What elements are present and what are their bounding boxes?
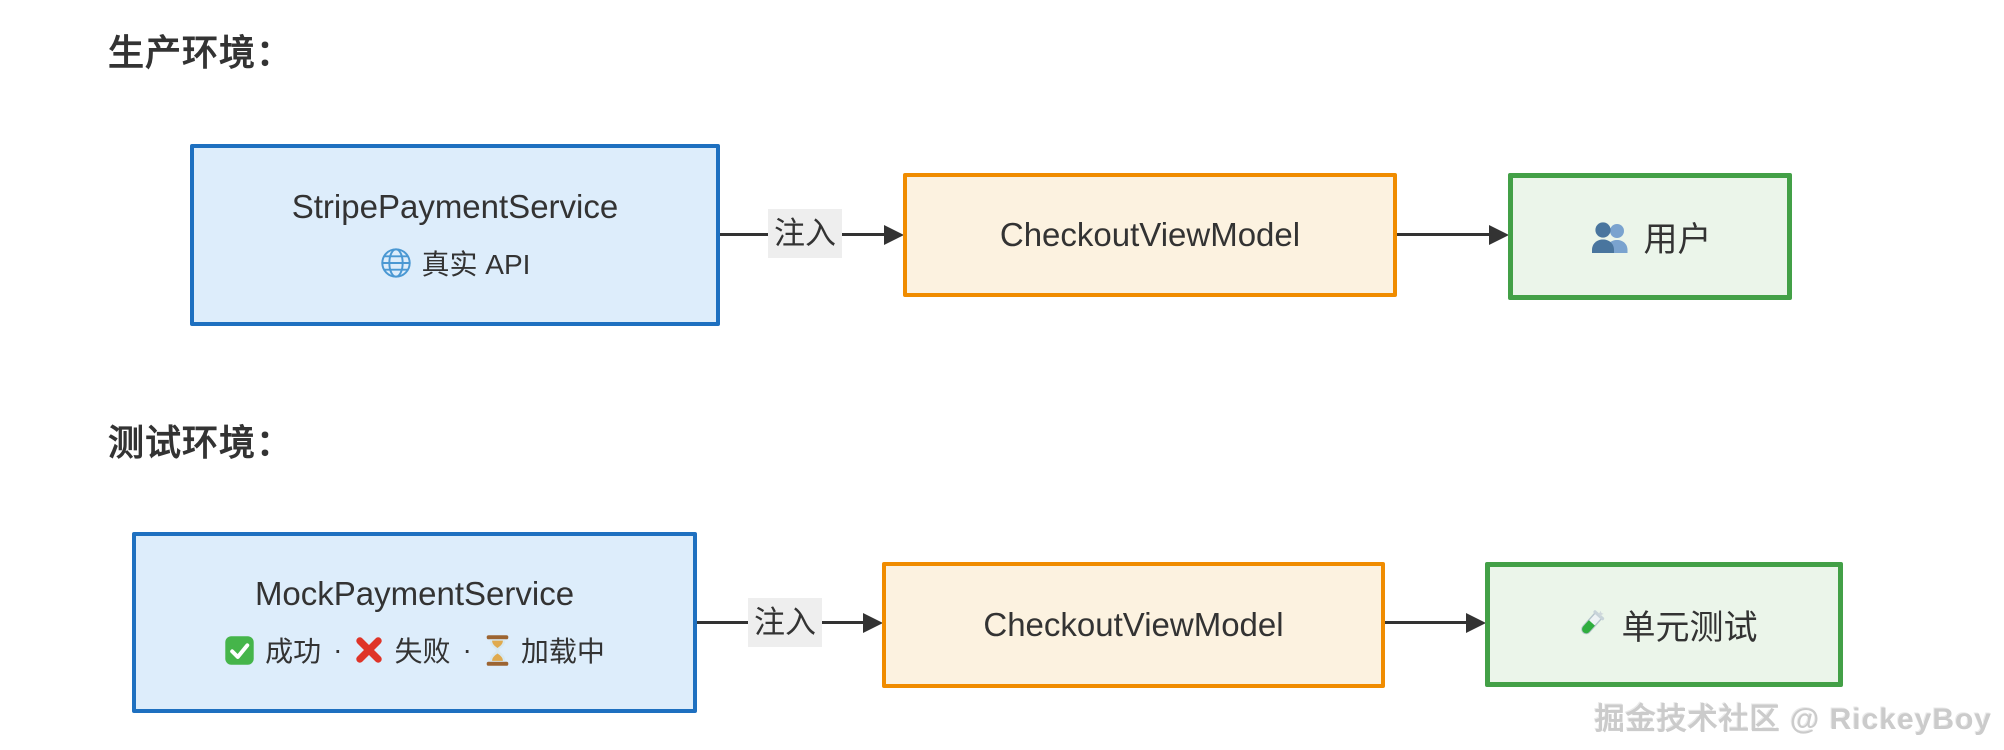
arrowhead-icon [1466,613,1486,633]
arrowhead-icon [1489,225,1509,245]
test-heading: 测试环境： [108,422,294,463]
users-icon [1589,219,1631,255]
node-unit-test-target: 单元测试 [1485,562,1843,687]
node-label: 用户 [1643,221,1712,259]
node-checkout-viewmodel-test: CheckoutViewModel [882,562,1385,688]
detail-separator: · [333,634,343,665]
edge-line [1397,233,1489,236]
arrowhead-icon [884,225,904,245]
watermark: 掘金技术社区 @ RickeyBoy [1594,703,1992,736]
hourglass-icon [484,634,511,667]
globe-icon [380,247,412,279]
node-content: 单元测试 [1571,600,1758,649]
node-stripe-payment-service: StripePaymentService 真实 API [190,144,720,326]
edge-line [1385,621,1466,624]
node-detail: 真实 API [380,243,531,283]
node-title: StripePaymentService [291,187,619,225]
node-users-target: 用户 [1508,173,1792,300]
edge-label-inject: 注入 [768,209,842,258]
node-label: 单元测试 [1621,609,1758,647]
node-content: 用户 [1589,212,1712,261]
node-title: CheckoutViewModel [999,216,1301,253]
node-detail-text: 真实 API [421,248,531,280]
detail-separator: · [462,634,472,665]
production-heading: 生产环境： [108,32,294,73]
test-tube-icon [1571,606,1609,644]
check-icon [224,635,255,666]
node-detail: 成功 · 失败 · 加载中 [224,630,605,670]
detail-success-text: 成功 [265,636,322,667]
node-checkout-viewmodel-production: CheckoutViewModel [903,173,1397,297]
detail-loading-text: 加载中 [520,636,605,667]
detail-fail-text: 失败 [394,636,451,667]
node-title: MockPaymentService [254,575,575,612]
cross-icon [354,635,384,665]
node-mock-payment-service: MockPaymentService 成功 · 失败 · [132,532,697,713]
edge-label-inject: 注入 [748,598,822,647]
arrowhead-icon [863,613,883,633]
node-title: CheckoutViewModel [983,606,1284,643]
